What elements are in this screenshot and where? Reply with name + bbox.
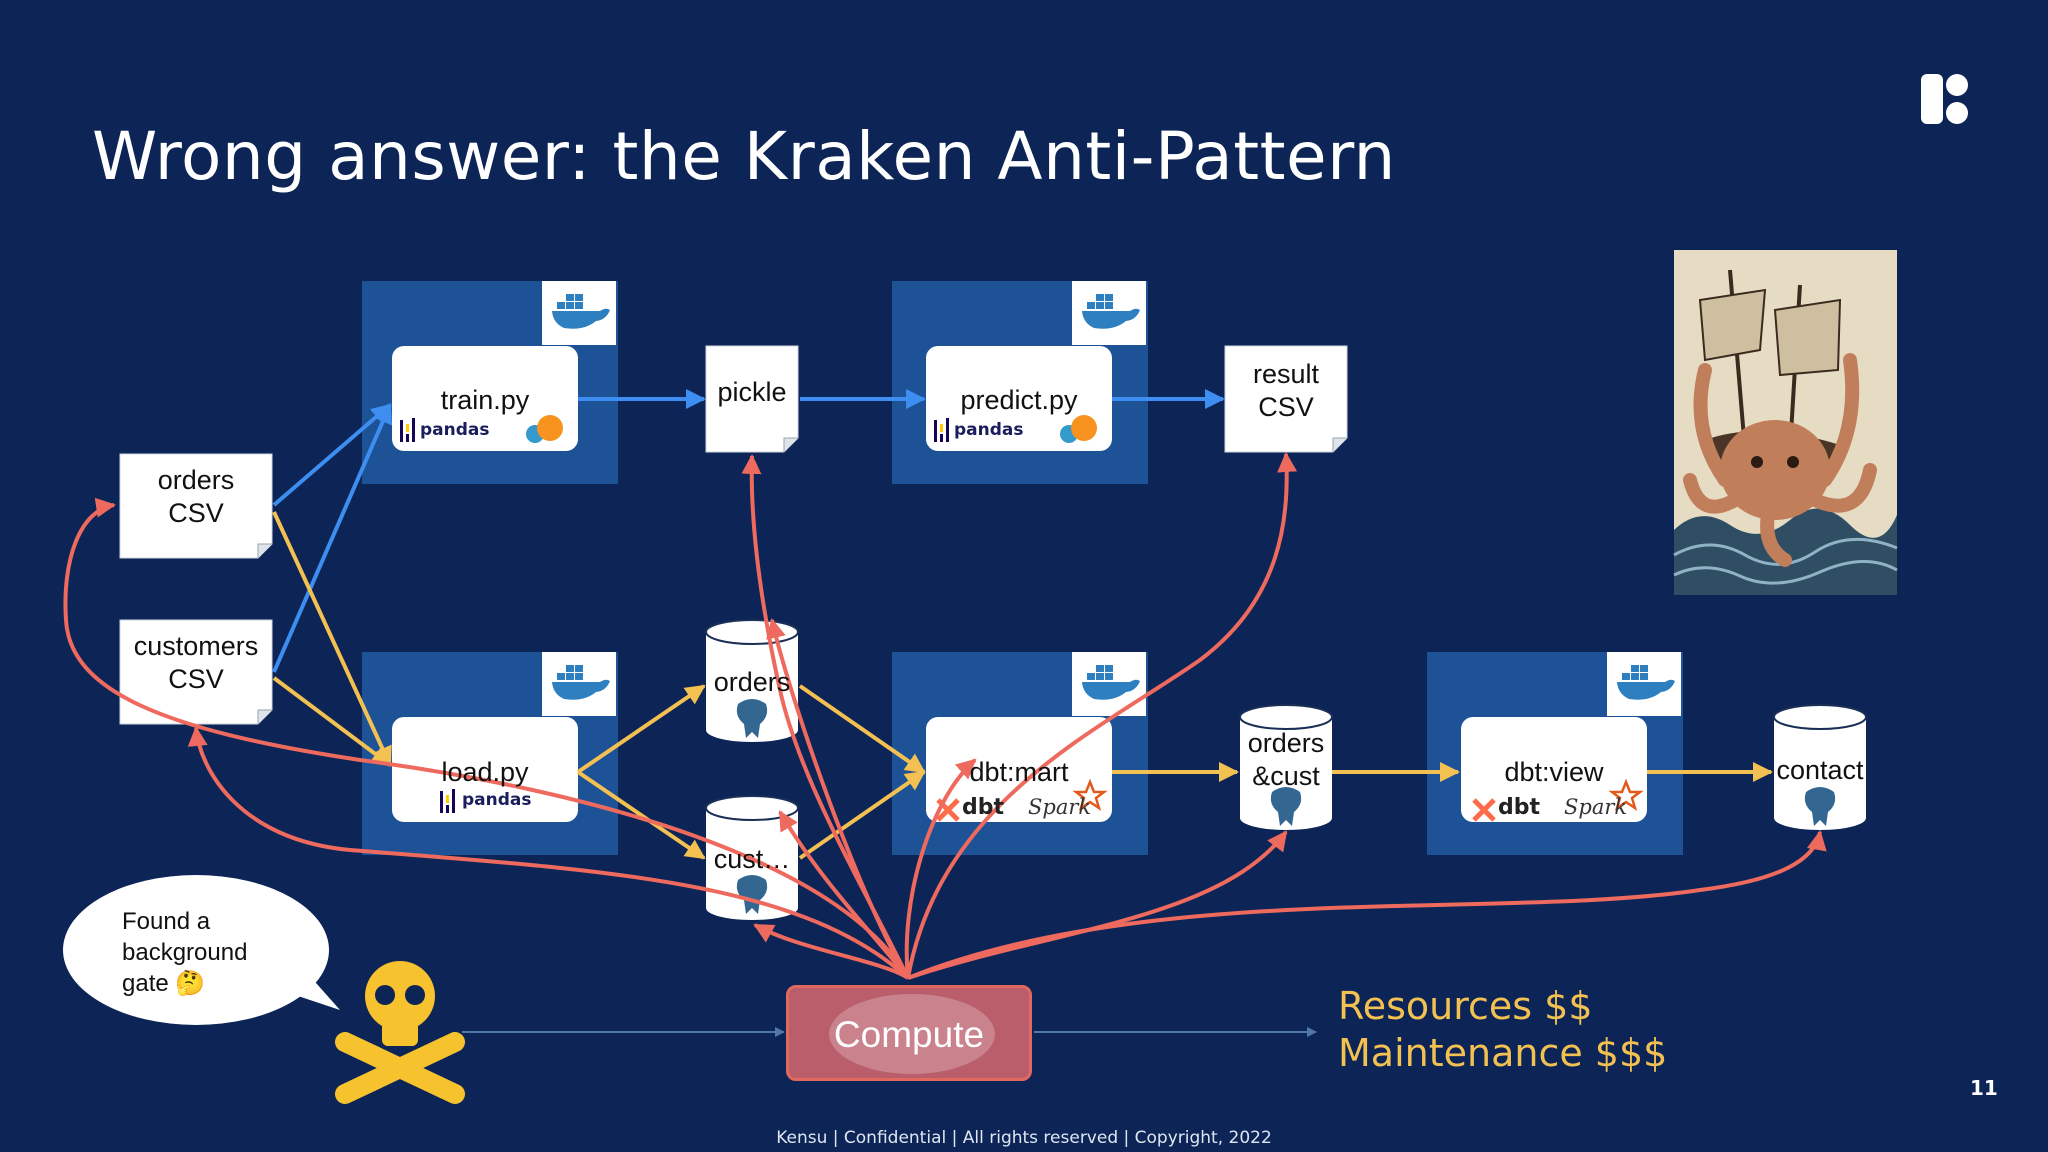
pickle-doc [705,345,799,453]
dbt-mart-label[interactable]: dbt:mart [969,757,1069,787]
result-csv-label: result CSV [1252,359,1320,422]
kraken-illustration-icon [1673,250,1898,595]
train-label[interactable]: train.py [440,385,530,415]
maintenance-cost: Maintenance $$$ [1338,1031,1668,1075]
sklearn-icon [537,415,563,441]
compute-box[interactable]: Compute [786,985,1032,1081]
cust-db [705,795,799,920]
contact-db-label: contact [1776,755,1864,785]
bubble-text: Found a background gate 🤔 [122,908,248,997]
contact-db [1773,704,1867,830]
customers-csv-label: customers CSV [133,631,259,694]
dbt-view-label[interactable]: dbt:view [1504,757,1604,787]
orders-db-label: orders [713,667,791,697]
docker-whale-icon [552,294,1675,700]
slide-title: Wrong answer: the Kraken Anti-Pattern [92,118,1396,195]
red-tentacle-arrows [63,452,1827,980]
sklearn-icon [1071,415,1097,441]
train-card [392,346,578,451]
orders-cust-db [1239,704,1333,830]
spark-star-icon [1072,778,1644,811]
predict-card [926,346,1112,451]
skull-crossbones-icon [335,961,465,1104]
pandas-label: pandas [462,790,532,810]
spark-label: Spark [1028,795,1092,819]
speech-bubble [63,875,340,1025]
resources-cost: Resources $$ [1338,984,1593,1028]
pandas-label: pandas [954,420,1024,440]
footer: Kensu | Confidential | All rights reserv… [776,1128,1272,1148]
yellow-flow-arrows [272,511,1773,860]
pandas-icon [400,418,949,813]
page-number: 11 [1970,1076,1998,1100]
customers-csv-doc [119,619,273,725]
load-label[interactable]: load.py [441,757,529,787]
dbt-label: dbt [1498,795,1541,820]
dbt-label: dbt [962,795,1005,820]
orders-csv-doc [119,453,273,559]
postgres-elephant-icon [736,699,1836,914]
orders-cust-db-label: orders &cust [1247,728,1325,791]
compute-label: Compute [833,1014,985,1055]
cust-db-label: cust… [713,844,791,874]
dbt-mart-card [926,717,1112,822]
pickle-label: pickle [717,377,787,407]
dbt-view-card [1461,717,1647,822]
spark-label: Spark [1564,795,1628,819]
result-csv-doc [1224,345,1348,453]
blue-flow-arrows [272,389,1225,673]
load-card [392,717,578,822]
pandas-label: pandas [420,420,490,440]
predict-label[interactable]: predict.py [960,385,1078,415]
orders-csv-label: orders CSV [157,465,235,528]
